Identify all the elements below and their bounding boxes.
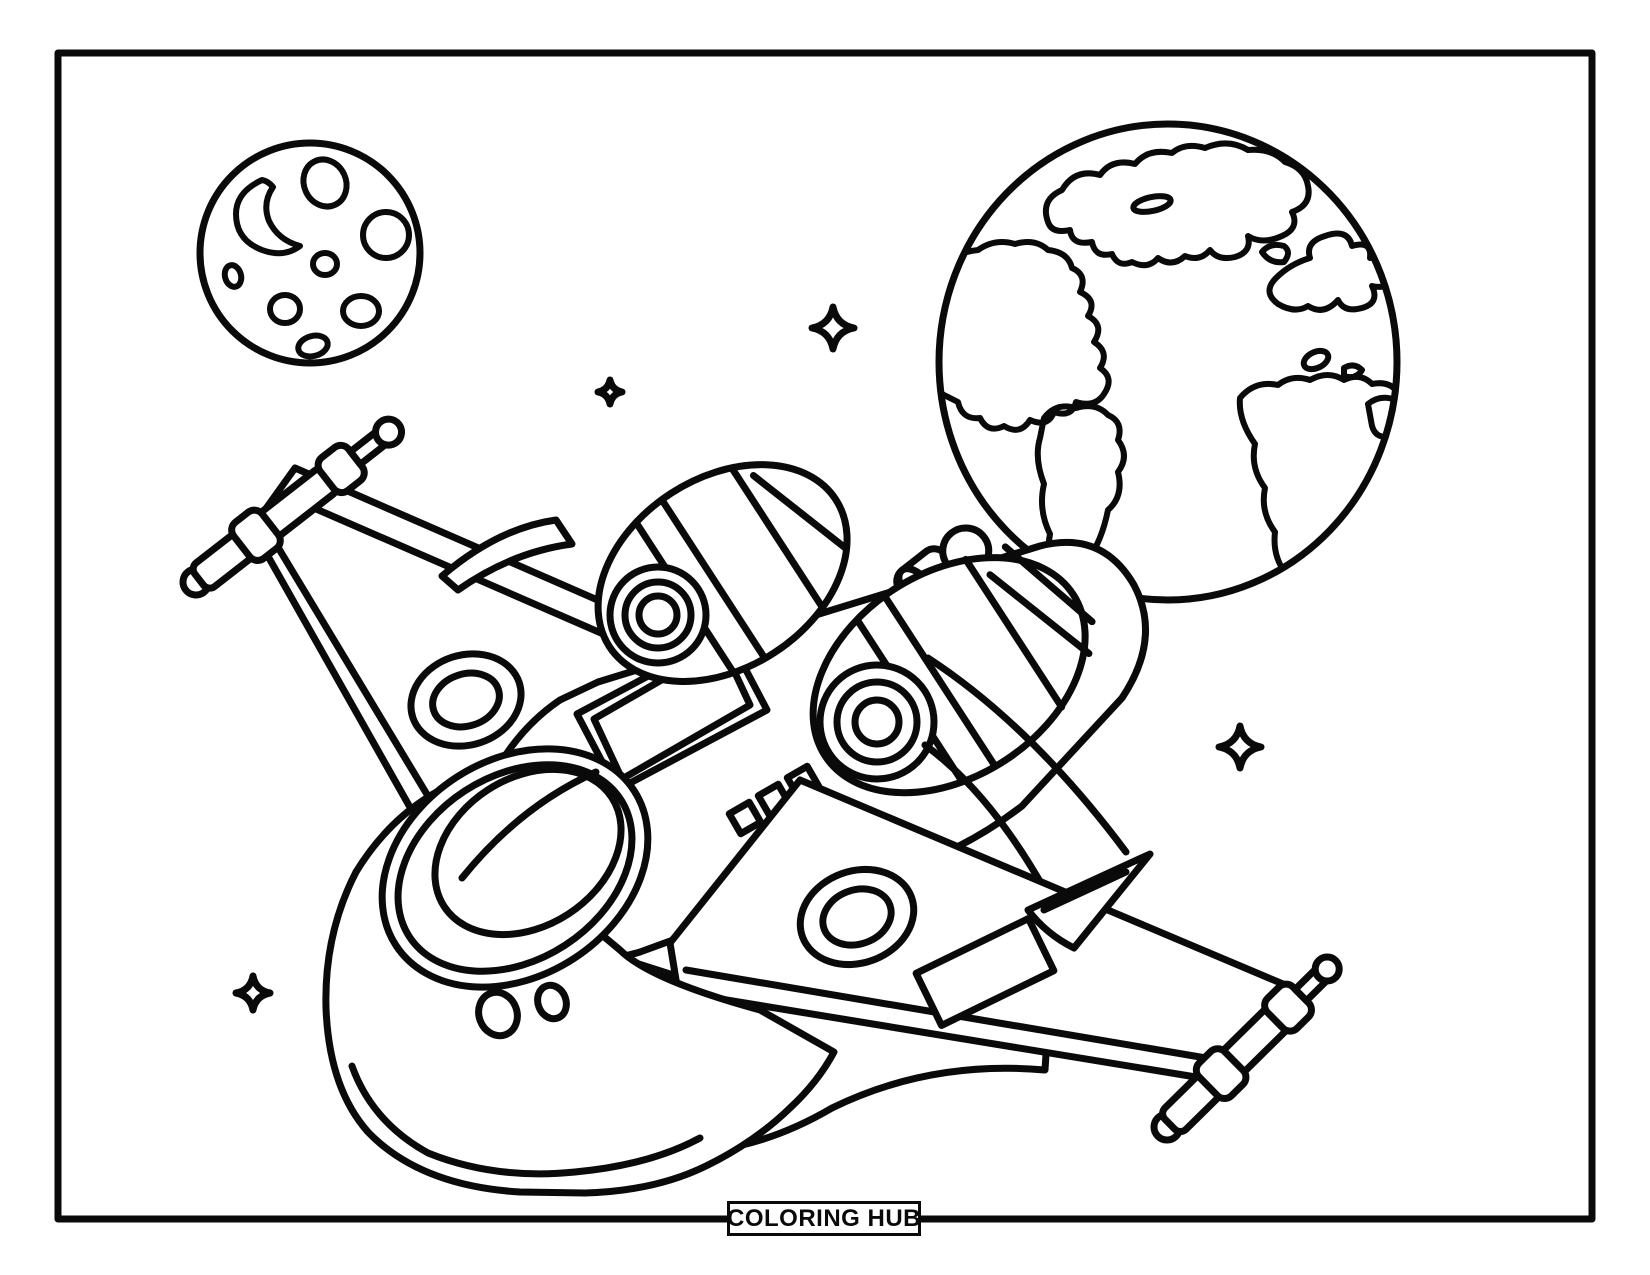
earth-continent-america: [939, 239, 1112, 433]
cockpit-canopy: [378, 745, 652, 991]
star-icon: [808, 303, 858, 353]
star-icon: [232, 972, 274, 1014]
star-icon: [594, 376, 626, 408]
earth-continent-europe: [1266, 230, 1397, 313]
moon-icon: moon: [196, 139, 424, 367]
star-icon: [1215, 722, 1265, 772]
earth-icon: earth: [935, 120, 1401, 604]
brand-label: COLORING HUB: [727, 1204, 921, 1232]
cockpit-glass: [431, 765, 625, 939]
sparkle-stars: sparkle-stars: [232, 303, 1265, 1014]
earth-continent-south-america: [1034, 403, 1127, 600]
left-cannon: [179, 415, 406, 599]
right-wing-panel: [912, 915, 1058, 1029]
engine-upper: [594, 461, 851, 685]
portholes: [475, 981, 570, 1040]
cockpit-reflection: [458, 768, 600, 882]
canard-fin: [438, 516, 576, 594]
moon-crescent-crater: [233, 177, 303, 257]
earth-continent-north: [1042, 140, 1312, 269]
nose-rim-line: [348, 1062, 704, 1178]
right-cannon: [1150, 953, 1343, 1144]
spaceship: spaceship: [179, 415, 1343, 1197]
right-wing: [666, 776, 1287, 1084]
brand-badge: COLORING HUB: [727, 1201, 921, 1236]
blade-fin: [1024, 850, 1154, 952]
